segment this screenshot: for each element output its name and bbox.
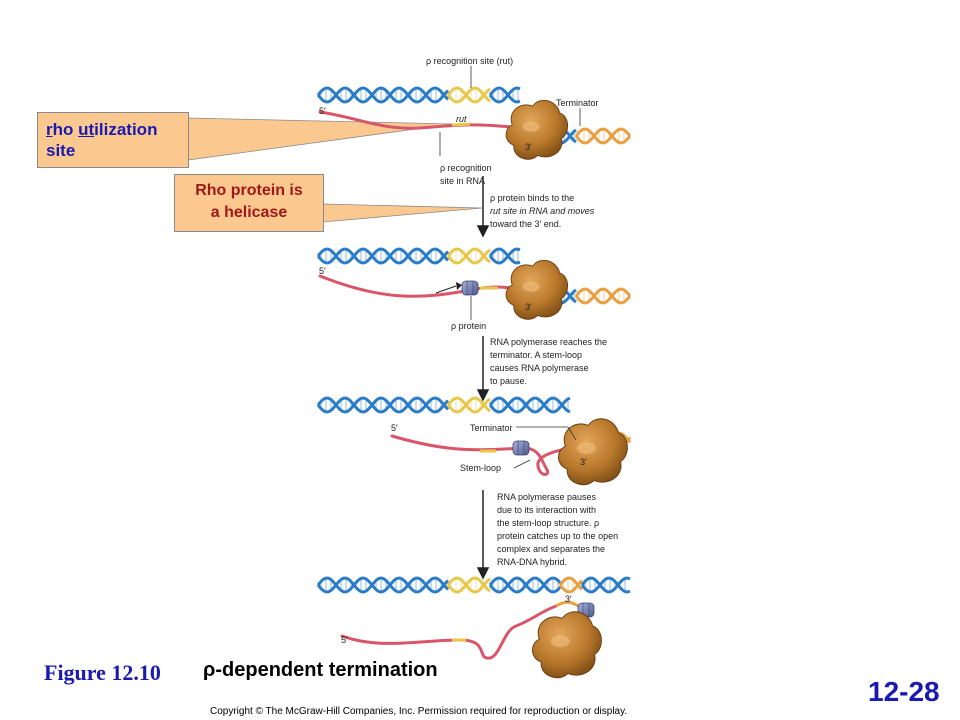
dna-panel4-seg-4 bbox=[580, 576, 631, 594]
step1-line1: ρ protein binds to the bbox=[490, 193, 574, 203]
five-prime-label-1: 5′ bbox=[319, 106, 326, 116]
rna-polymerase-panel3-highlight bbox=[576, 442, 596, 454]
rho-utilization-callout: rho utilization site bbox=[37, 112, 189, 168]
slide-number: 12-28 bbox=[868, 676, 940, 707]
rna-polymerase-panel1-highlight bbox=[522, 121, 540, 132]
callout-rut-ho: ho bbox=[52, 120, 79, 139]
step2-line4: to pause. bbox=[490, 376, 527, 386]
callout-rut-ilization: ilization bbox=[94, 120, 158, 139]
rna-polymerase-panel4 bbox=[532, 611, 602, 679]
five-prime-label-3: 5′ bbox=[391, 423, 398, 433]
dna-panel1-upper-seg-0 bbox=[316, 86, 450, 104]
dna-panel3-upper-seg-1 bbox=[446, 396, 491, 414]
five-prime-label-4: 5′ bbox=[341, 635, 348, 645]
figure-caption: ρ-dependent termination bbox=[203, 659, 438, 681]
step2-line2: terminator. A stem-loop bbox=[490, 350, 582, 360]
rna-site-label-1: ρ recognition bbox=[440, 163, 492, 173]
step3-line3: the stem-loop structure. ρ bbox=[497, 518, 599, 528]
rna-panel1 bbox=[318, 110, 522, 130]
rna-transcripts bbox=[318, 110, 579, 660]
dna-panel2-lower-seg-1 bbox=[574, 287, 632, 305]
step-arrows bbox=[476, 176, 490, 580]
dna-panel1-upper-seg-1 bbox=[446, 86, 491, 104]
step2-line3: causes RNA polymerase bbox=[490, 363, 589, 373]
rna-site-label-2: site in RNA bbox=[440, 176, 485, 186]
callout-rut-r: r bbox=[46, 120, 53, 139]
copyright-notice: Copyright © The McGraw-Hill Companies, I… bbox=[210, 706, 628, 717]
helicase-callout-pointer bbox=[322, 203, 483, 223]
three-prime-label-2: 3′ bbox=[525, 302, 532, 312]
dna-panel2-upper-seg-2 bbox=[488, 247, 521, 265]
step3-line1: RNA polymerase pauses bbox=[497, 492, 597, 502]
rna-panel2 bbox=[318, 274, 522, 298]
callout-rut-site: site bbox=[46, 141, 76, 160]
terminator-label-1: Terminator bbox=[556, 98, 599, 108]
stem-loop-label: Stem-loop bbox=[460, 463, 501, 473]
rna-panel4 bbox=[340, 604, 558, 660]
rho-protein-panel2 bbox=[461, 280, 479, 296]
rho-motion-arrowhead bbox=[456, 282, 462, 290]
callout-helicase-line1: Rho protein is bbox=[195, 182, 303, 199]
rut-label: rut bbox=[456, 114, 467, 124]
callout-helicase-line2: a helicase bbox=[210, 204, 288, 221]
step2-line1: RNA polymerase reaches the bbox=[490, 337, 607, 347]
rna-polymerase-panel4-highlight bbox=[550, 635, 570, 647]
rna-polymerase-panel3 bbox=[558, 418, 628, 486]
callout-rut-ut: ut bbox=[78, 120, 95, 139]
step3-line5: complex and separates the bbox=[497, 544, 605, 554]
dna-panel4-seg-3 bbox=[558, 576, 584, 594]
rho-protein-panel3-body bbox=[512, 440, 530, 456]
three-prime-label-1: 3′ bbox=[525, 142, 532, 152]
rho-helicase-callout: Rho protein is a helicase bbox=[174, 174, 324, 232]
terminator-segment-panel4 bbox=[555, 600, 579, 608]
figure-label: Figure 12.10 bbox=[44, 660, 161, 685]
five-prime-label-2: 5′ bbox=[319, 266, 326, 276]
rut-callout-pointer bbox=[187, 117, 453, 161]
terminator-label-3: Terminator bbox=[470, 423, 513, 433]
step1-line2: rut site in RNA and moves bbox=[490, 206, 595, 216]
step1-line3: toward the 3′ end. bbox=[490, 219, 561, 229]
rho-protein-label: ρ protein bbox=[451, 321, 486, 331]
dna-panel3-upper-seg-0 bbox=[316, 396, 450, 414]
dna-panel1-lower-seg-1 bbox=[574, 127, 632, 145]
three-prime-label-3: 3′ bbox=[580, 457, 587, 467]
step3-line4: protein catches up to the open bbox=[497, 531, 618, 541]
dna-panel4-seg-0 bbox=[316, 576, 450, 594]
step3-line2: due to its interaction with bbox=[497, 505, 596, 515]
rna-polymerase-panel1 bbox=[505, 99, 569, 160]
dna-panel2-upper-seg-0 bbox=[316, 247, 450, 265]
rho-protein-panel2-body bbox=[461, 280, 479, 296]
dna-helices bbox=[187, 86, 632, 594]
leader-lines bbox=[439, 66, 581, 469]
dna-panel1-upper-seg-2 bbox=[488, 86, 521, 104]
rho-motion-arrow bbox=[435, 285, 457, 294]
dna-panel4-seg-2 bbox=[488, 576, 562, 594]
rna-polymerase-panel2 bbox=[505, 259, 569, 320]
dna-panel4-seg-1 bbox=[446, 576, 491, 594]
three-prime-label-4: 3′ bbox=[565, 594, 572, 604]
rho-protein-panel3 bbox=[512, 440, 530, 456]
dna-panel3-upper-seg-2 bbox=[488, 396, 571, 414]
recognition-site-label: ρ recognition site (rut) bbox=[426, 56, 513, 66]
step3-line6: RNA-DNA hybrid. bbox=[497, 557, 567, 567]
dna-panel2-upper-seg-1 bbox=[446, 247, 491, 265]
rna-polymerase-panel2-highlight bbox=[522, 281, 540, 292]
rna-panel3 bbox=[390, 434, 577, 476]
proteins bbox=[435, 99, 628, 679]
rut-segment-panel1 bbox=[451, 122, 471, 127]
